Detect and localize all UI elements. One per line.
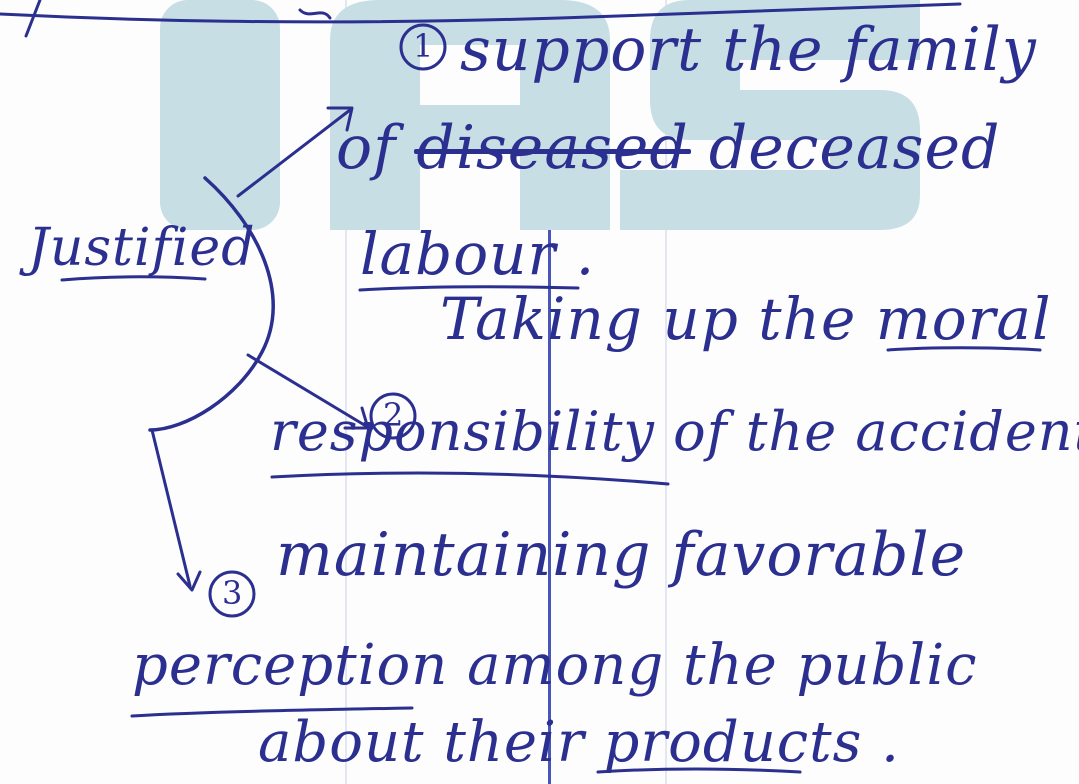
point-1-corrected-word: deceased <box>708 113 1001 183</box>
marker-2: 2 <box>383 396 405 434</box>
arrow-3-head <box>176 570 202 592</box>
underline-labour <box>358 285 580 292</box>
arrow-1 <box>236 108 352 198</box>
point-3-line-1: maintaining favorable <box>276 520 967 590</box>
point-1-line-2: of diseased deceased <box>336 118 1000 178</box>
top-edge-stroke <box>0 2 962 24</box>
watermark-logo <box>160 0 920 230</box>
faint-rule-left <box>345 0 347 784</box>
brace <box>148 176 275 432</box>
arrow-2-head <box>343 406 370 430</box>
marker-1: 1 <box>413 27 435 65</box>
faint-rule-right <box>665 0 667 784</box>
margin-rule <box>548 0 551 784</box>
underline-justified <box>60 275 207 282</box>
point-1-prefix: of <box>336 113 397 183</box>
marker-circle-3 <box>208 570 256 618</box>
underline-responsibility <box>270 471 670 486</box>
marker-circle-2 <box>369 392 417 440</box>
arrow-3 <box>150 428 192 588</box>
arrow-2 <box>246 353 368 428</box>
top-edge-curl <box>298 8 332 20</box>
struck-word: diseased <box>414 113 692 183</box>
top-edge-tick <box>24 0 42 38</box>
arrow-1-head <box>326 106 354 132</box>
marker-3: 3 <box>222 574 244 612</box>
point-3-line-3: about their products . <box>258 710 900 775</box>
underline-moral <box>886 346 1042 352</box>
point-2-line-1: Taking up the moral <box>440 285 1052 353</box>
marker-circle-1 <box>399 23 447 71</box>
underline-products <box>596 767 802 774</box>
justified-label: Justified <box>28 218 256 278</box>
underline-perception <box>130 706 414 718</box>
point-3-line-2: perception among the public <box>132 633 978 698</box>
point-1-line-3: labour . <box>360 220 596 288</box>
point-1-line-1: support the family <box>460 15 1037 85</box>
point-2-line-2: responsibility of the accident. <box>270 400 1079 463</box>
